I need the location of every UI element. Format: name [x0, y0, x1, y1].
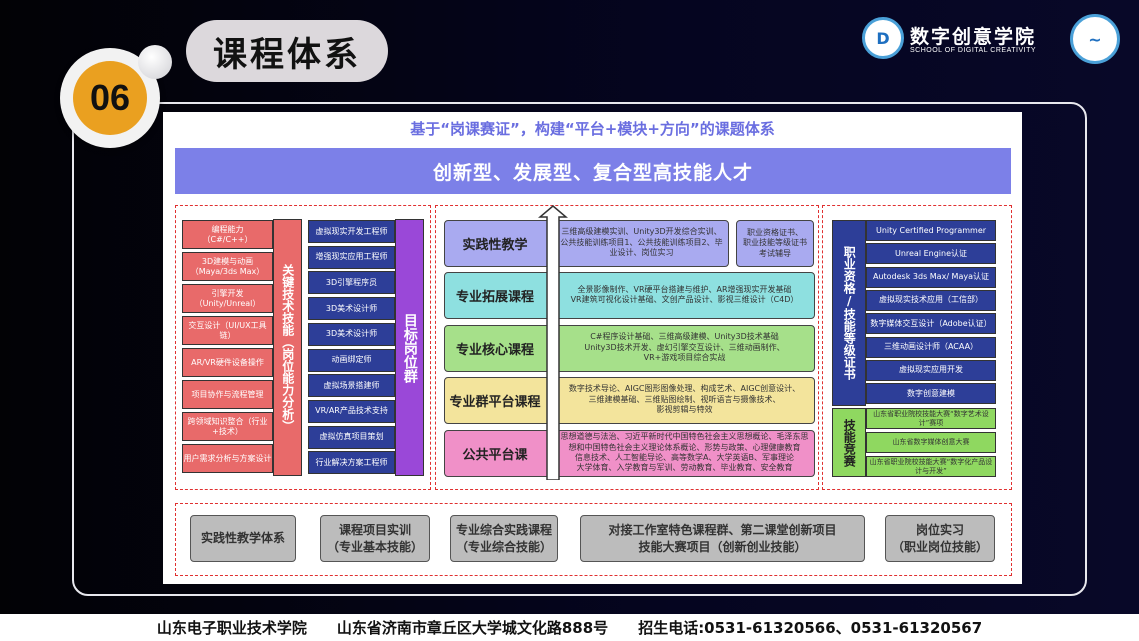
right-section [822, 205, 1012, 490]
goal-banner: 创新型、发展型、复合型高技能人才 [175, 148, 1011, 194]
course-layer-courses: 三维高级建模实训、Unity3D开发综合实训、公共技能训练项目1、公共技能训练项… [560, 227, 723, 258]
practice-system-box: 实践性教学体系 [190, 515, 296, 562]
course-layer: 公共平台课 思想道德与法治、习近平新时代中国特色社会主义思想概论、毛泽东思想和中国… [444, 430, 815, 477]
job-item: 动画绑定师 [308, 348, 395, 372]
skill-item: 项目协作与流程管理 [182, 380, 273, 409]
course-layer-courses: 全景影像制作、VR硬平台搭建与维护、AR增强现实开发基础 VR建筑可视化设计基础… [570, 284, 799, 304]
footer-school: 山东电子职业技术学院 [156, 619, 307, 637]
practice-system-box: 课程项目实训 （专业基本技能） [320, 515, 430, 562]
job-item: 虚拟仿真项目策划 [308, 425, 395, 449]
practice-system-box: 对接工作室特色课程群、第二课堂创新项目 技能大赛项目（创新创业技能） [580, 515, 865, 562]
bottom-section [175, 503, 1012, 576]
school-name: 数字创意学院 [910, 26, 1037, 48]
footer-phone: 招生电话:0531-61320566、0531-61320567 [638, 619, 983, 637]
school-name-en: SCHOOL OF DIGITAL CREATIVITY [910, 47, 1037, 54]
practice-system-box: 岗位实习 （职业岗位技能） [885, 515, 995, 562]
arrow-shape [538, 205, 568, 480]
course-layer: 专业核心课程 C#程序设计基础、三维高级建模、Unity3D技术基础 Unity3… [444, 325, 815, 372]
skill-item: 用户需求分析与方案设计 [182, 444, 273, 473]
competition-item: 山东省职业院校技能大赛“数字化产品设计与开发” [866, 456, 996, 477]
course-layer-label: 专业拓展课程 [455, 289, 534, 305]
upward-arrow-icon [538, 205, 568, 480]
course-layer-label: 专业核心课程 [455, 342, 534, 358]
course-layer: 专业群平台课程 数字技术导论、AIGC图形图像处理、构成艺术、AIGC创意设计、 … [444, 377, 815, 424]
skill-item: 3D建模与动画 （Maya/3ds Max） [182, 252, 273, 281]
cert-tutoring-box: 职业资格证书、 职业技能等级证书 考试辅导 [736, 220, 814, 267]
course-layer-label: 实践性教学 [462, 237, 528, 253]
content-frame [72, 102, 1087, 596]
job-item: 增强现实应用工程师 [308, 245, 395, 269]
cert-item: 数字媒体交互设计（Adobe认证） [866, 313, 996, 335]
footer: 山东电子职业技术学院 山东省济南市章丘区大学城文化路888号 招生电话:0531… [0, 614, 1139, 641]
job-item: 行业解决方案工程师 [308, 451, 395, 475]
cert-item: Unity Certified Programmer [866, 220, 996, 241]
skill-item: 跨领域知识整合（行业+技术） [182, 412, 273, 441]
decorative-dot [138, 45, 172, 79]
cert-item: Unreal Engine认证 [866, 243, 996, 265]
section-number: 06 [73, 61, 147, 135]
skill-item: 引擎开发 （Unity/Unreal） [182, 284, 273, 313]
course-layer: 专业拓展课程 全景影像制作、VR硬平台搭建与维护、AR增强现实开发基础 VR建筑可… [444, 272, 815, 319]
cert-item: 数字创意建模 [866, 383, 996, 405]
university-seal-icon: ~ [1070, 14, 1120, 64]
job-item: VR/AR产品技术支持 [308, 399, 395, 423]
competition-item: 山东省数字媒体创意大赛 [866, 432, 996, 453]
course-layer: 实践性教学 三维高级建模实训、Unity3D开发综合实训、公共技能训练项目1、公共… [444, 220, 729, 267]
college-logo-icon: D [862, 17, 904, 59]
skills-label: 关键技术技能（岗位能力分析） [273, 219, 302, 476]
job-item: 虚拟场景搭建师 [308, 374, 395, 398]
jobs-label: 目标岗位群 [395, 219, 424, 476]
competition-label: 技能竞赛 [832, 408, 866, 477]
skill-item: 交互设计（UI/UX工具链） [182, 316, 273, 345]
course-layer-courses: 数字技术导论、AIGC图形图像处理、构成艺术、AIGC创意设计、 三维建模基础、… [568, 384, 801, 415]
job-item: 3D引擎程序员 [308, 271, 395, 295]
skill-item: 编程能力 （C#/C++） [182, 220, 273, 249]
course-layer-courses: 思想道德与法治、习近平新时代中国特色社会主义思想概论、毛泽东思想和中国特色社会主… [560, 432, 809, 473]
diagram-subtitle: 基于“岗课赛证”，构建“平台+模块+方向”的课题体系 [410, 120, 775, 138]
course-layer-label: 公共平台课 [462, 447, 528, 463]
page-title: 课程体系 [186, 20, 388, 82]
competition-item: 山东省职业院校技能大赛“数字艺术设计”赛项 [866, 408, 996, 429]
job-item: 3D美术设计师 [308, 297, 395, 321]
course-layer-label: 专业群平台课程 [449, 394, 541, 410]
left-section [175, 205, 431, 490]
cert-item: 虚拟现实应用开发 [866, 359, 996, 381]
course-layer-courses: C#程序设计基础、三维高级建模、Unity3D技术基础 Unity3D技术开发、… [584, 332, 785, 363]
cert-item: 三维动画设计师（ACAA） [866, 336, 996, 358]
job-item: 3D美术设计师 [308, 322, 395, 346]
middle-section [435, 205, 819, 490]
cert-item: Autodesk 3ds Max/ Maya认证 [866, 266, 996, 288]
footer-address: 山东省济南市章丘区大学城文化路888号 [336, 619, 609, 637]
practice-system-box: 专业综合实践课程 （专业综合技能） [450, 515, 558, 562]
cert-item: 虚拟现实技术应用（工信部） [866, 289, 996, 311]
job-item: 虚拟现实开发工程师 [308, 220, 395, 243]
skill-item: AR/VR硬件设备操作 [182, 348, 273, 377]
cert-label: 职业资格/技能等级证书 [832, 220, 866, 406]
